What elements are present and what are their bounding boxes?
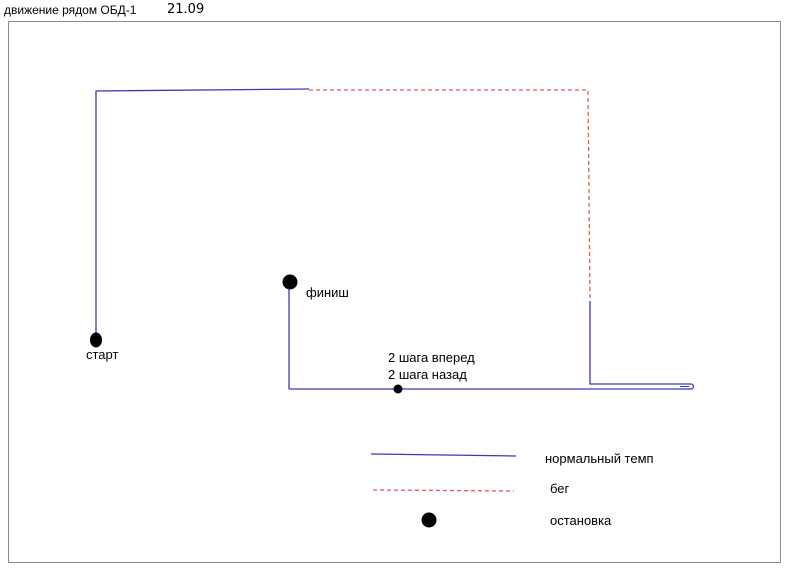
- legend-run-line: [372, 489, 515, 492]
- legend-run-label: бег: [550, 481, 570, 496]
- normal-path-start-to-top: [95, 88, 310, 340]
- finish-label: финиш: [306, 285, 349, 300]
- finish-stop-marker: [282, 274, 298, 290]
- diagram-frame: [8, 21, 781, 563]
- start-stop-marker: [90, 332, 102, 348]
- diagram-date: 21.09: [167, 2, 205, 17]
- legend-normal-pace-line: [370, 453, 517, 457]
- steps-back-label: 2 шага назад: [388, 367, 467, 382]
- run-path-top-and-right: [309, 89, 591, 302]
- start-label: старт: [86, 347, 118, 362]
- legend-stop-marker: [421, 512, 437, 528]
- diagram-title: движение рядом ОБД-1: [4, 3, 137, 17]
- legend: нормальный темп бег остановка: [370, 451, 654, 528]
- legend-normal-pace-label: нормальный темп: [545, 451, 654, 466]
- normal-path-right-descent: [589, 301, 680, 385]
- legend-stop-label: остановка: [550, 513, 612, 528]
- midway-stop-marker: [393, 384, 403, 394]
- steps-forward-label: 2 шага вперед: [388, 350, 475, 365]
- u-turn-icon: [680, 383, 695, 390]
